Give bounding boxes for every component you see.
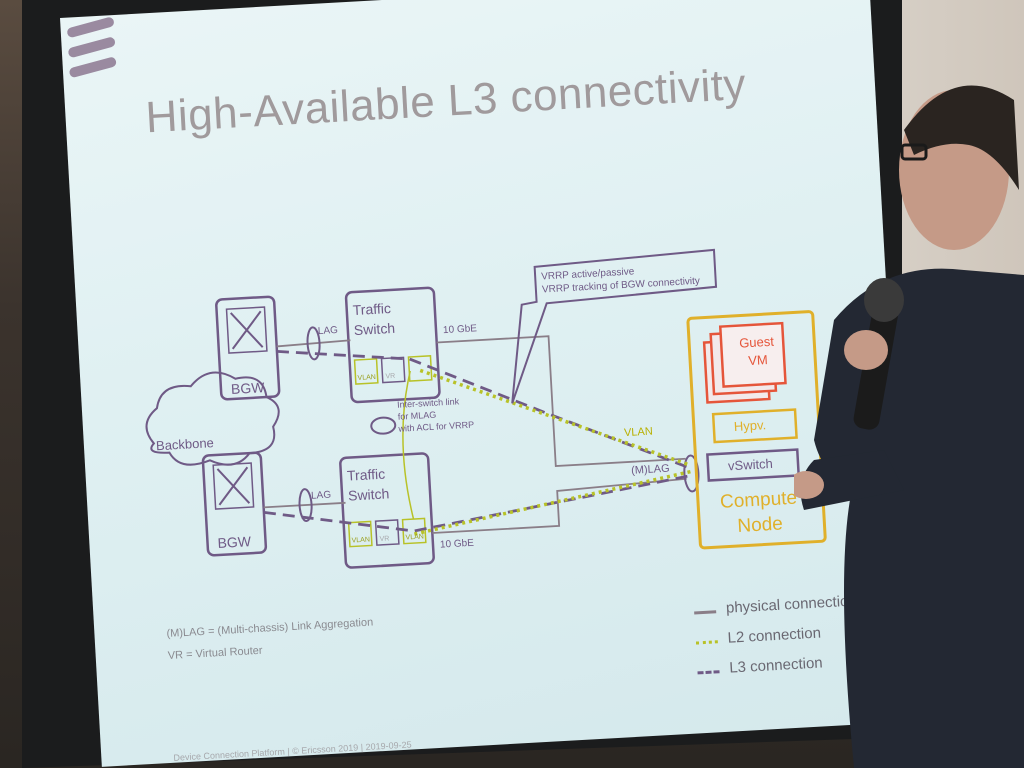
vswitch-label: vSwitch: [727, 455, 774, 474]
bgw-top-label: BGW: [230, 379, 265, 398]
guest-vm-label-1: Guest: [738, 333, 775, 351]
lag-ellipse-top: [306, 326, 321, 361]
compute-node: [686, 310, 827, 550]
vr-label-1: VR: [385, 372, 396, 381]
bgw-bottom-label: BGW: [217, 533, 252, 552]
presentation-slide: High-Available L3 connectivity: [60, 0, 911, 767]
vlan-label-1: VLAN: [357, 373, 377, 382]
mlag-ellipse: [683, 454, 700, 493]
network-diagram: [145, 248, 827, 569]
ericsson-logo-icon: [67, 17, 117, 78]
vrrp-callout: [511, 248, 718, 404]
presenter-figure: [794, 85, 1024, 768]
vr-label-2: VR: [379, 535, 390, 543]
vlan-line-label: VLAN: [623, 425, 654, 440]
hypv-label: Hypv.: [733, 417, 767, 435]
l3-connections: [263, 350, 692, 533]
vlan-label-3: VLAN: [405, 533, 425, 542]
ts-top-title-2: Switch: [353, 319, 396, 339]
tengbe-label-top: 10 GbE: [442, 323, 478, 337]
guest-vm-label-2: VM: [747, 352, 769, 369]
bgw-bottom: [201, 451, 268, 557]
l2-connections: [402, 368, 692, 536]
physical-connections: [263, 335, 687, 534]
tengbe-label-bottom: 10 GbE: [439, 537, 475, 551]
ts-bottom-title-1: Traffic: [346, 465, 386, 484]
mlag-label: (M)LAG: [630, 462, 670, 477]
interswitch-ellipse: [370, 416, 397, 435]
ts-bottom-title-2: Switch: [347, 485, 390, 504]
ts-top-title-1: Traffic: [352, 299, 392, 319]
backbone-cloud: [145, 371, 280, 466]
lag-ellipse-bottom: [298, 488, 313, 523]
compute-node-label-1: Compute: [719, 487, 798, 513]
vlan-label-2: VLAN: [351, 536, 371, 545]
lag-label-top: LAG: [317, 324, 339, 338]
lag-label-bottom: LAG: [310, 489, 332, 502]
compute-node-label-2: Node: [736, 513, 784, 537]
